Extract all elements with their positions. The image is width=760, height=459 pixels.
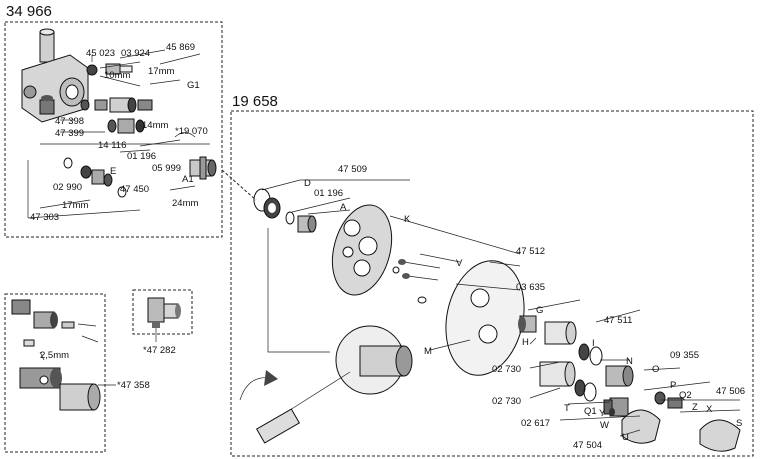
label-45023: 45 023 xyxy=(86,48,115,59)
label-k: K xyxy=(404,214,411,225)
label-47512: 47 512 xyxy=(516,246,545,257)
label-a: A xyxy=(340,202,347,213)
label-47398: 47 398 xyxy=(55,116,84,127)
label-47504: 47 504 xyxy=(573,440,602,451)
label-w: W xyxy=(600,420,609,431)
label-17mm-top: 17mm xyxy=(148,66,174,77)
connector-line xyxy=(221,169,257,201)
label-h: H xyxy=(522,337,529,348)
part-handles-right xyxy=(609,391,741,452)
valve-body xyxy=(21,28,89,123)
label-a1: A1 xyxy=(182,174,194,185)
label-g: G xyxy=(536,305,543,316)
part-47509 xyxy=(253,188,317,233)
label-47282: *47 282 xyxy=(143,345,176,356)
label-05999: 05 999 xyxy=(152,163,181,174)
detail-leader xyxy=(267,228,330,353)
label-p: P xyxy=(670,380,676,391)
label-19070: *19 070 xyxy=(175,126,208,137)
label-z: Z xyxy=(692,402,698,413)
label-24mm: 24mm xyxy=(172,198,198,209)
kit-number-19658: 19 658 xyxy=(232,93,278,110)
wrench-icon xyxy=(169,185,196,191)
part-47282 xyxy=(147,297,181,328)
label-14116: 14 116 xyxy=(98,140,126,151)
part-47358-set xyxy=(11,299,101,411)
label-03924: 03 924 xyxy=(121,48,150,59)
label-47303: 47 303 xyxy=(30,212,59,223)
label-y: Y xyxy=(599,408,606,419)
box-47358 xyxy=(4,293,106,453)
label-01196-box2: 01 196 xyxy=(314,188,343,199)
box-47282 xyxy=(132,289,193,335)
wrench-icon xyxy=(39,199,91,209)
label-45869: 45 869 xyxy=(166,42,195,53)
part-sleeve-h xyxy=(539,361,576,387)
part-19070 xyxy=(174,132,196,138)
part-03635 xyxy=(518,315,537,333)
label-t: T xyxy=(564,403,570,414)
label-q1: Q1 xyxy=(584,406,597,417)
label-47506: 47 506 xyxy=(716,386,745,397)
label-x: X xyxy=(706,404,713,415)
part-plate-m xyxy=(445,260,525,376)
label-s: S xyxy=(736,418,742,429)
part-02990 xyxy=(63,157,127,198)
part-02617 xyxy=(603,399,615,416)
label-47399: 47 399 xyxy=(55,128,84,139)
label-02617: 02 617 xyxy=(521,418,550,429)
part-05999-cartridge xyxy=(189,156,217,180)
label-m: M xyxy=(424,346,432,357)
label-25mm: 2,5mm xyxy=(40,350,69,361)
kit-number-34966: 34 966 xyxy=(6,3,52,20)
rotate-arrow-icon xyxy=(239,370,278,401)
label-10mm: 10mm xyxy=(104,70,130,81)
label-v: V xyxy=(456,258,463,269)
part-45023 xyxy=(86,64,98,76)
label-17mm-bottom: 17mm xyxy=(62,200,88,211)
label-n: N xyxy=(626,356,633,367)
part-47511 xyxy=(574,343,603,402)
label-o: O xyxy=(652,364,659,375)
label-01196-box1: 01 196 xyxy=(127,151,156,162)
label-09355: 09 355 xyxy=(670,350,699,361)
wrench-icon xyxy=(149,79,181,85)
label-47450: 47 450 xyxy=(120,184,149,195)
label-02990: 02 990 xyxy=(53,182,82,193)
part-screws-v xyxy=(392,259,441,304)
box-34966 xyxy=(4,21,223,238)
leader-lines-box2 xyxy=(261,179,741,437)
label-02730-top: 02 730 xyxy=(492,364,521,375)
part-plate-k xyxy=(331,204,393,296)
label-i: I xyxy=(592,338,595,349)
label-d: D xyxy=(304,178,311,189)
leader-lines-box1 xyxy=(27,49,210,219)
part-47398 xyxy=(80,97,153,113)
label-03635: 03 635 xyxy=(516,282,545,293)
part-sleeve-g xyxy=(544,321,577,345)
label-g1: G1 xyxy=(187,80,200,91)
label-02730-bottom: 02 730 xyxy=(492,396,521,407)
label-e: E xyxy=(110,166,116,177)
label-u: U xyxy=(622,432,629,443)
part-handle-n xyxy=(605,365,634,387)
part-03924 xyxy=(105,63,133,75)
detail-callout xyxy=(255,325,413,444)
label-14mm: 14mm xyxy=(142,120,168,131)
label-q2: Q2 xyxy=(679,390,692,401)
label-47358: *47 358 xyxy=(117,380,150,391)
label-47511: 47 511 xyxy=(604,315,632,326)
wrench-icon xyxy=(99,61,141,87)
part-47399 xyxy=(107,118,145,134)
label-47509: 47 509 xyxy=(338,164,367,175)
box-19658 xyxy=(230,110,754,457)
